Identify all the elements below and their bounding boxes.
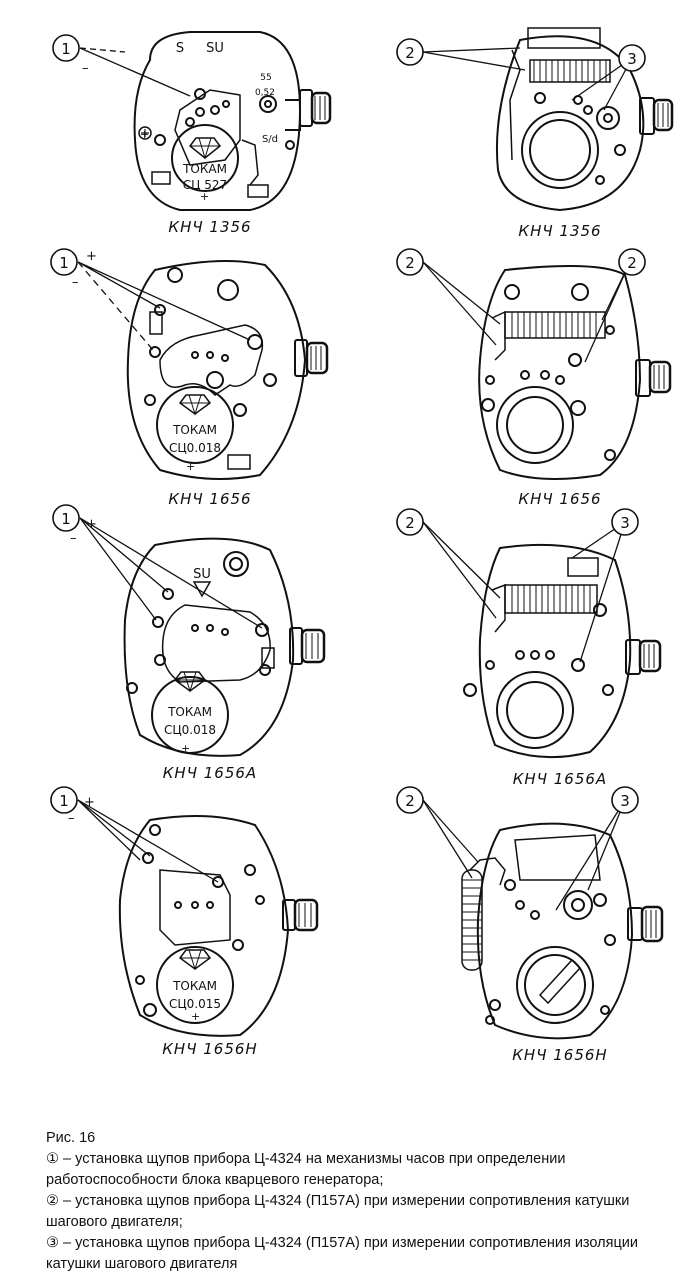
engraving-su-1: SU bbox=[206, 41, 224, 56]
engraving-052: 0,52 bbox=[255, 88, 275, 98]
movement-1656n-front bbox=[118, 815, 319, 1037]
movement-1356-front bbox=[133, 31, 332, 211]
plus-sign-battery-2: + bbox=[186, 460, 195, 473]
panel-label-1656n-back: КНЧ 1656Н bbox=[512, 1046, 608, 1064]
probe-marker-circles bbox=[50, 34, 646, 814]
watch-movements-figure: 1 2 3 1 2 2 1 2 3 1 2 3 – + – + – + – + … bbox=[50, 27, 674, 1040]
caption-item-1: ① – установка щупов прибора Ц-4324 на ме… bbox=[46, 1149, 676, 1191]
battery-brand-1: ТОКАМ bbox=[182, 162, 227, 176]
plus-sign-row4: + bbox=[84, 795, 95, 810]
movement-1656n-back bbox=[461, 822, 664, 1040]
minus-sign-row1: – bbox=[82, 61, 89, 76]
battery-model-2: СЦ0.018 bbox=[169, 441, 221, 455]
minus-sign-row4: – bbox=[68, 811, 75, 826]
panel-label-1656a-back: КНЧ 1656А bbox=[512, 770, 608, 788]
movement-1656-back bbox=[478, 265, 672, 480]
marker-1-row1: 1 bbox=[61, 40, 71, 58]
plus-sign-row2: + bbox=[86, 249, 97, 264]
panel-label-1356-back: КНЧ 1356 bbox=[518, 222, 602, 240]
movement-1656a-back bbox=[463, 543, 662, 759]
battery-model-1: СЦ 527 bbox=[183, 178, 227, 192]
panel-label-1656-back: КНЧ 1656 bbox=[518, 490, 602, 508]
marker-2-row1: 2 bbox=[405, 44, 415, 62]
engraving-55: 55 bbox=[260, 73, 271, 83]
panel-label-1356-front: КНЧ 1356 bbox=[168, 218, 252, 236]
marker-3-row4: 3 bbox=[620, 792, 630, 810]
caption-text-1: – установка щупов прибора Ц-4324 на меха… bbox=[46, 1151, 566, 1188]
minus-sign-row2: – bbox=[72, 275, 79, 290]
panel-label-1656-front: КНЧ 1656 bbox=[168, 490, 252, 508]
marker-3-row1: 3 bbox=[627, 50, 637, 68]
marker-2-row2-left: 2 bbox=[405, 254, 415, 272]
battery-brand-2: ТОКАМ bbox=[172, 423, 217, 437]
battery-brand-3: ТОКАМ bbox=[167, 705, 212, 719]
marker-2-row2-right: 2 bbox=[627, 254, 637, 272]
plus-sign-battery-4: + bbox=[191, 1010, 200, 1023]
caption-marker-3: ③ bbox=[46, 1235, 59, 1251]
plus-sign-battery-1: + bbox=[140, 128, 149, 141]
engraving-sd: S/d bbox=[262, 134, 278, 145]
battery-model-4: СЦ0.015 bbox=[169, 997, 221, 1011]
plus-sign-battery-3: + bbox=[181, 742, 190, 755]
plus-sign-battery-1b: + bbox=[200, 190, 209, 203]
caption-marker-1: ① bbox=[46, 1151, 59, 1167]
caption-title: Рис. 16 bbox=[46, 1130, 96, 1146]
figure-caption: Рис. 16 ① – установка щупов прибора Ц-43… bbox=[46, 1128, 676, 1275]
caption-item-2: ② – установка щупов прибора Ц-4324 (П157… bbox=[46, 1191, 676, 1233]
engraving-su-3: SU bbox=[193, 567, 211, 582]
plus-sign-row3: + bbox=[86, 517, 97, 532]
battery-model-3: СЦ0.018 bbox=[164, 723, 216, 737]
marker-2-row3: 2 bbox=[405, 514, 415, 532]
minus-sign-row3: – bbox=[70, 531, 77, 546]
movement-1356-back bbox=[495, 27, 674, 212]
panel-label-1656n-front: КНЧ 1656Н bbox=[162, 1040, 258, 1058]
engraving-s: S bbox=[176, 41, 184, 56]
marker-3-row3: 3 bbox=[620, 514, 630, 532]
panel-label-1656a-front: КНЧ 1656А bbox=[162, 764, 258, 782]
marker-2-row4: 2 bbox=[405, 792, 415, 810]
caption-marker-2: ② bbox=[46, 1193, 59, 1209]
caption-text-2: – установка щупов прибора Ц-4324 (П157А)… bbox=[46, 1193, 630, 1230]
marker-1-row3: 1 bbox=[61, 510, 71, 528]
movement-1656a-front bbox=[123, 537, 326, 757]
battery-brand-4: ТОКАМ bbox=[172, 979, 217, 993]
movement-1656-front bbox=[126, 260, 329, 480]
caption-text-3: – установка щупов прибора Ц-4324 (П157А)… bbox=[46, 1235, 638, 1272]
marker-1-row4: 1 bbox=[59, 792, 69, 810]
marker-1-row2: 1 bbox=[59, 254, 69, 272]
caption-item-3: ③ – установка щупов прибора Ц-4324 (П157… bbox=[46, 1233, 676, 1275]
probe-leaders bbox=[77, 47, 633, 911]
